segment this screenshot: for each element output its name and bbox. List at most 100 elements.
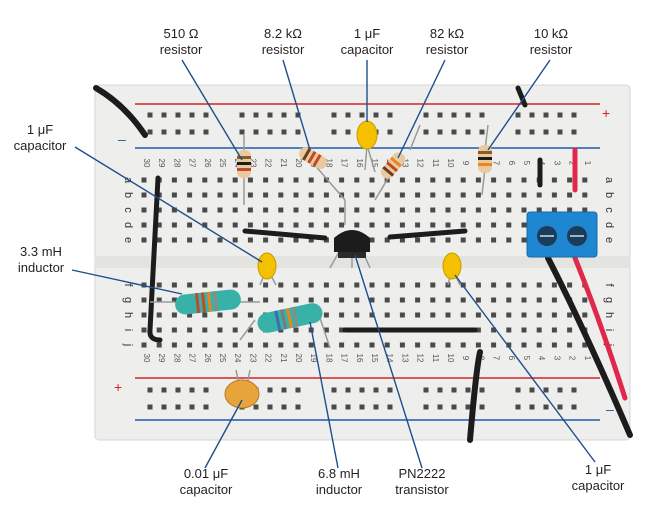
breadboard-hole: [278, 282, 284, 288]
breadboard-hole: [373, 404, 379, 410]
breadboard-hole: [278, 342, 284, 348]
column-number: 2: [568, 161, 577, 166]
capacitor-1uf-top: [356, 120, 378, 150]
breadboard-hole: [543, 129, 549, 135]
breadboard-hole: [267, 387, 273, 393]
breadboard-hole: [399, 282, 405, 288]
breadboard-hole: [278, 297, 284, 303]
breadboard-hole: [415, 237, 421, 243]
breadboard-hole: [521, 282, 527, 288]
breadboard-hole: [430, 207, 436, 213]
breadboard-hole: [479, 404, 485, 410]
breadboard-hole: [156, 327, 162, 333]
breadboard-hole: [445, 222, 451, 228]
label-value: 0.01 μF: [183, 466, 229, 481]
breadboard-hole: [339, 297, 345, 303]
breadboard-hole: [369, 312, 375, 318]
label-kind: capacitor: [340, 42, 394, 57]
breadboard-hole: [506, 222, 512, 228]
breadboard-hole: [387, 387, 393, 393]
label-value: 82 kΩ: [429, 26, 465, 41]
breadboard-hole: [293, 282, 299, 288]
breadboard-hole: [345, 404, 351, 410]
breadboard-hole: [521, 312, 527, 318]
column-number: 14: [385, 354, 394, 363]
breadboard-hole: [451, 387, 457, 393]
column-number: 11: [431, 159, 440, 168]
breadboard-hole: [369, 207, 375, 213]
breadboard-hole: [582, 312, 588, 318]
breadboard-hole: [582, 342, 588, 348]
breadboard-hole: [373, 112, 379, 118]
column-number: 28: [172, 354, 181, 363]
column-number: 22: [264, 159, 273, 168]
breadboard-hole: [281, 112, 287, 118]
breadboard-hole: [354, 207, 360, 213]
label-kind: inductor: [315, 482, 363, 497]
top-rail-minus: –: [118, 131, 126, 147]
breadboard-hole: [263, 192, 269, 198]
label-kind: inductor: [17, 260, 65, 275]
breadboard-hole: [445, 297, 451, 303]
breadboard-hole: [339, 312, 345, 318]
breadboard-hole: [571, 112, 577, 118]
breadboard-hole: [384, 342, 390, 348]
breadboard-hole: [232, 192, 238, 198]
breadboard-hole: [293, 192, 299, 198]
breadboard-hole: [293, 327, 299, 333]
breadboard-hole: [203, 404, 209, 410]
breadboard-hole: [521, 327, 527, 333]
breadboard-hole: [247, 282, 253, 288]
breadboard-hole: [430, 312, 436, 318]
column-number: 20: [294, 354, 303, 363]
bottom-rail-plus: +: [114, 379, 122, 395]
breadboard-hole: [232, 237, 238, 243]
column-number: 15: [370, 354, 379, 363]
breadboard-hole: [529, 387, 535, 393]
breadboard-hole: [479, 387, 485, 393]
breadboard-hole: [232, 177, 238, 183]
breadboard-hole: [536, 312, 542, 318]
breadboard-hole: [475, 312, 481, 318]
black-wire-top-left: [93, 85, 148, 138]
breadboard-hole: [323, 282, 329, 288]
breadboard-hole: [567, 192, 573, 198]
breadboard-hole: [506, 177, 512, 183]
breadboard-hole: [217, 192, 223, 198]
breadboard-hole: [141, 327, 147, 333]
breadboard-hole: [171, 237, 177, 243]
breadboard-hole: [141, 237, 147, 243]
breadboard-hole: [295, 387, 301, 393]
column-number: 10: [446, 159, 455, 168]
breadboard-hole: [521, 207, 527, 213]
breadboard-hole: [445, 237, 451, 243]
breadboard-hole: [202, 342, 208, 348]
breadboard-hole: [247, 312, 253, 318]
breadboard-hole: [217, 177, 223, 183]
breadboard-hole: [232, 207, 238, 213]
breadboard-hole: [506, 237, 512, 243]
capacitor-001uf-ceramic: [224, 379, 260, 409]
breadboard-hole: [521, 297, 527, 303]
breadboard-hole: [171, 342, 177, 348]
column-number: 18: [324, 159, 333, 168]
breadboard-hole: [430, 177, 436, 183]
breadboard-hole: [156, 312, 162, 318]
breadboard-hole: [491, 207, 497, 213]
breadboard-hole: [399, 237, 405, 243]
breadboard-hole: [506, 282, 512, 288]
breadboard-hole: [399, 192, 405, 198]
breadboard-hole: [247, 297, 253, 303]
breadboard-hole: [543, 112, 549, 118]
breadboard-hole: [491, 222, 497, 228]
breadboard-hole: [369, 237, 375, 243]
breadboard-hole: [571, 387, 577, 393]
breadboard-hole: [171, 192, 177, 198]
breadboard-hole: [399, 342, 405, 348]
breadboard-hole: [567, 207, 573, 213]
breadboard-hole: [156, 282, 162, 288]
breadboard-hole: [567, 177, 573, 183]
breadboard-hole: [557, 112, 563, 118]
breadboard-hole: [415, 222, 421, 228]
